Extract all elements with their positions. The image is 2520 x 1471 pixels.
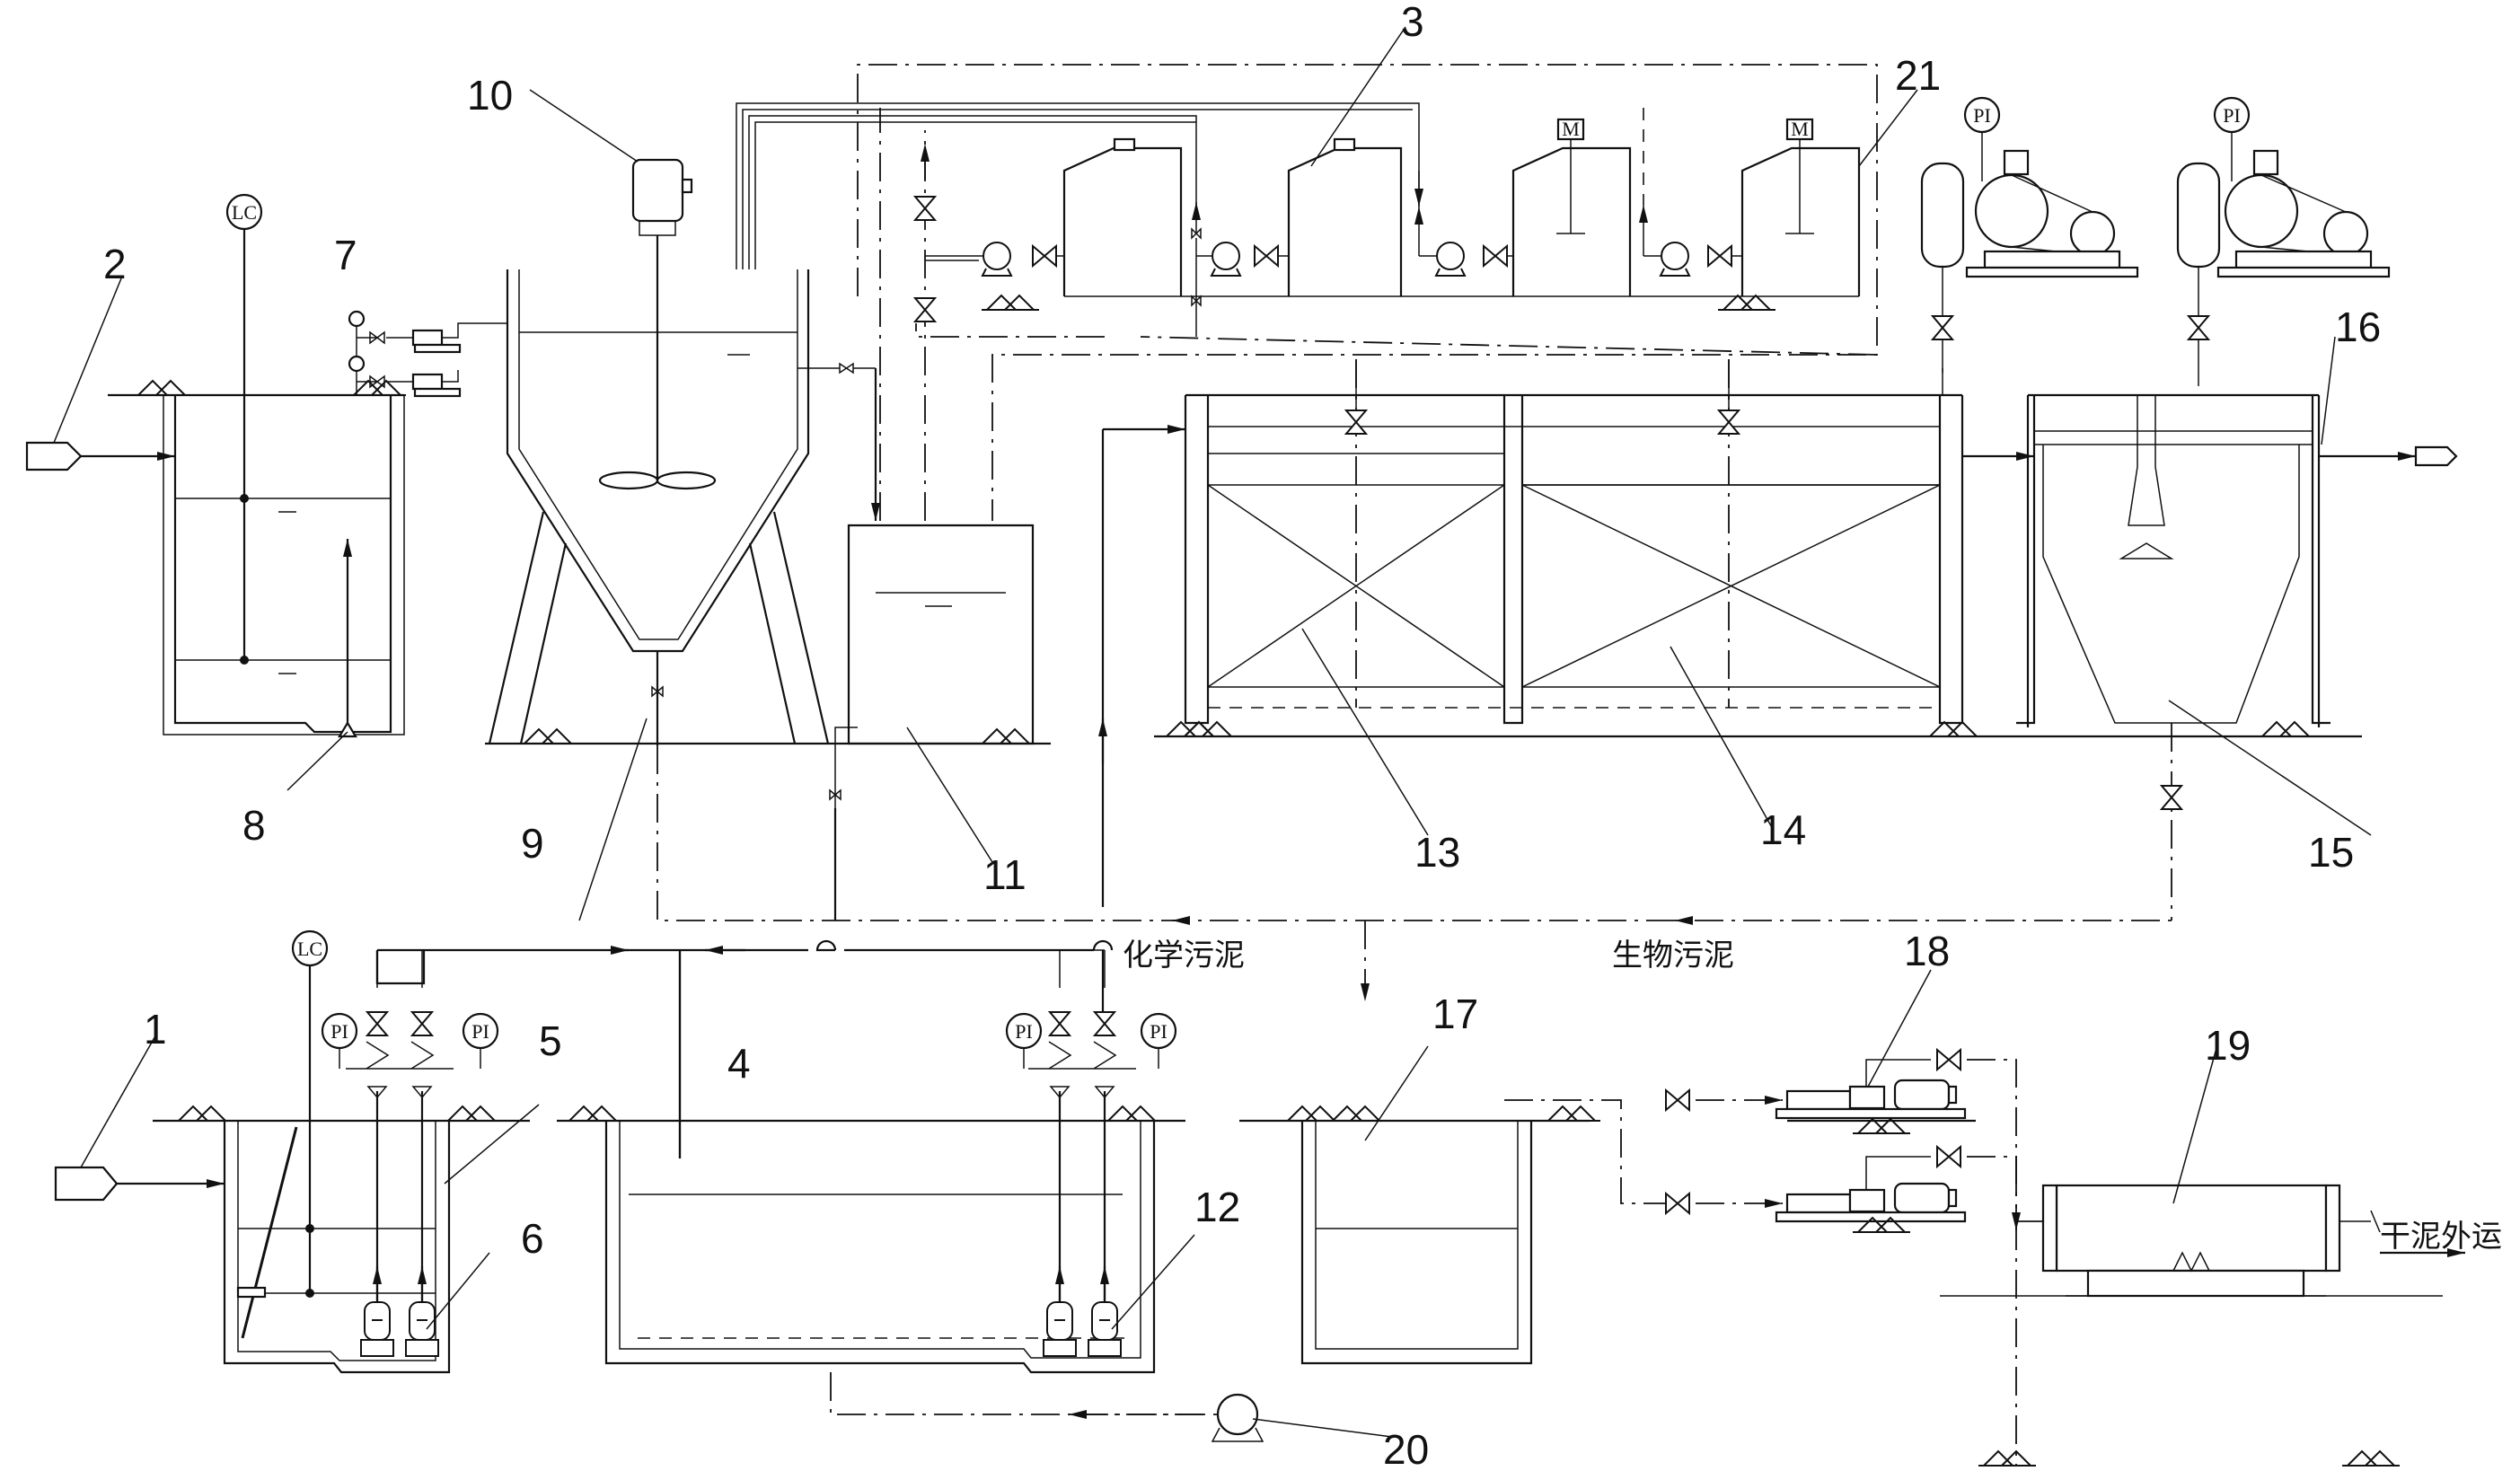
motor-tag-2: M	[1791, 118, 1809, 140]
sludge-lines	[656, 745, 2172, 1001]
label-20: 20	[1383, 1426, 1429, 1471]
text-labels: 化学污泥 生物污泥 干泥外运	[1123, 938, 2502, 1255]
label-19: 19	[2205, 1022, 2251, 1069]
bio-tanks-13-14	[1101, 359, 2199, 907]
pressure-indicator-tag-3: PI	[330, 1020, 348, 1043]
label-15: 15	[2308, 829, 2354, 876]
label-14: 14	[1760, 806, 1806, 853]
label-2: 2	[103, 241, 127, 287]
screw-pumps-18	[1775, 1049, 2084, 1466]
chemical-sludge-label: 化学污泥	[1123, 938, 1245, 973]
pressure-indicator-tag-1: PI	[1973, 104, 1991, 127]
label-17: 17	[1432, 991, 1478, 1037]
label-1: 1	[144, 1006, 167, 1053]
pressure-indicator-tag-4: PI	[471, 1020, 489, 1043]
reaction-tank-9	[488, 158, 880, 745]
label-7: 7	[334, 232, 357, 278]
label-10: 10	[467, 72, 513, 119]
callout-numbers: 1 2 3 4 5 6 7 8 9 10 11 12 13 14 15 16 1…	[103, 0, 2381, 1471]
filter-press-19	[1940, 1184, 2465, 1298]
clarifier-15	[2016, 393, 2458, 920]
tank-7: LC	[25, 193, 405, 738]
label-8: 8	[242, 802, 266, 849]
label-18: 18	[1904, 928, 1950, 974]
label-3: 3	[1401, 0, 1424, 45]
motor-tag: M	[1562, 118, 1580, 140]
dry-sludge-out-label: 干泥外运	[2380, 1219, 2502, 1255]
dosing-pumps-tank-9	[348, 310, 507, 398]
level-controller-tag-2: LC	[297, 938, 322, 960]
label-9: 9	[521, 820, 544, 867]
blowers-21: PI PI	[1920, 96, 2391, 373]
pressure-indicator-tag-5: PI	[1015, 1020, 1033, 1043]
sludge-tank-17	[1300, 1089, 1783, 1365]
pump-station-5: LC PI PI	[54, 929, 499, 1374]
label-16: 16	[2335, 304, 2381, 350]
level-controller-tag: LC	[232, 201, 257, 224]
pressure-indicator-tag-6: PI	[1150, 1020, 1167, 1043]
ground-lines	[108, 295, 2401, 1467]
pressure-indicator-tag-2: PI	[2223, 104, 2241, 127]
label-6: 6	[521, 1215, 544, 1262]
return-pipes	[375, 718, 1114, 1158]
tank-11	[829, 524, 1035, 808]
biological-sludge-label: 生物污泥	[1612, 938, 1734, 973]
label-12: 12	[1194, 1184, 1240, 1230]
tank-4: PI PI	[604, 949, 1264, 1442]
leader-lines	[53, 26, 2372, 1438]
dosing-system-3: M M	[736, 64, 1878, 521]
label-5: 5	[539, 1017, 562, 1064]
label-4: 4	[727, 1040, 751, 1087]
label-11: 11	[983, 851, 1027, 898]
label-21: 21	[1895, 52, 1941, 99]
label-13: 13	[1414, 829, 1460, 876]
